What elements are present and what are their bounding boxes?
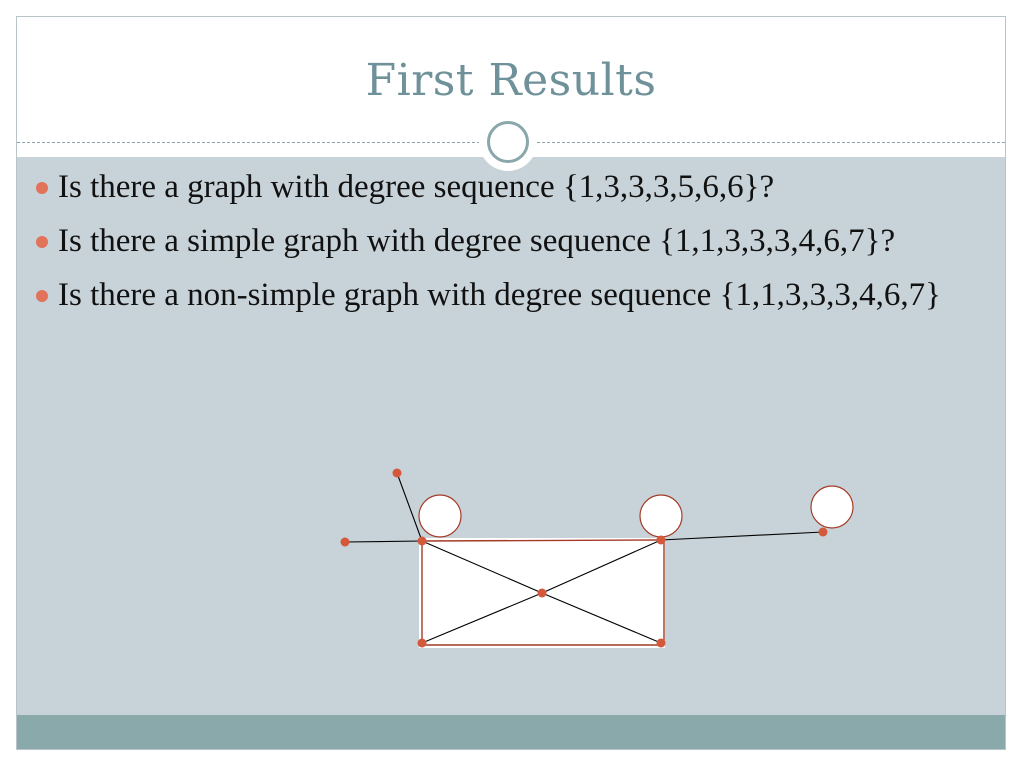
- bullet-text-2: Is there a simple graph with degree sequ…: [58, 223, 896, 259]
- vertex-v1: [392, 468, 402, 478]
- edge-v2-v3: [344, 540, 423, 543]
- bullet-dot-icon: [36, 236, 48, 248]
- loop-v3: [418, 494, 462, 538]
- bullet-item-3: Is there a non-simple graph with degree …: [36, 268, 978, 322]
- footer-bar: [17, 715, 1005, 749]
- bullet-text-3: Is there a non-simple graph with degree …: [58, 277, 942, 313]
- edge-v5-v6: [421, 592, 543, 644]
- edge-v1-v3: [396, 472, 423, 542]
- bullet-item-1: Is there a graph with degree sequence {1…: [36, 160, 978, 214]
- vertex-v7: [656, 638, 666, 648]
- divider-ring-icon: [479, 113, 537, 171]
- edge-v4-v8: [660, 531, 824, 541]
- edge-v4-v6: [541, 539, 662, 594]
- edge-v3-v4: [421, 539, 662, 542]
- bullet-text-1: Is there a graph with degree sequence {1…: [58, 169, 775, 205]
- vertex-v8: [818, 527, 828, 537]
- loop-v8: [810, 485, 854, 529]
- vertex-v6: [537, 588, 547, 598]
- vertex-v2: [340, 537, 350, 547]
- slide-title: First Results: [365, 55, 657, 106]
- bullet-dot-icon: [36, 182, 48, 194]
- bullet-dot-icon: [36, 290, 48, 302]
- vertex-v5: [417, 638, 427, 648]
- vertex-v3: [417, 536, 427, 546]
- loop-v4: [639, 494, 683, 538]
- bullet-item-2: Is there a simple graph with degree sequ…: [36, 214, 978, 268]
- edge-v6-v7: [541, 592, 662, 644]
- bullet-list: Is there a graph with degree sequence {1…: [36, 160, 978, 322]
- vertex-v4: [656, 535, 666, 545]
- divider-ring-inner: [487, 121, 529, 163]
- edge-v3-v6: [421, 540, 543, 594]
